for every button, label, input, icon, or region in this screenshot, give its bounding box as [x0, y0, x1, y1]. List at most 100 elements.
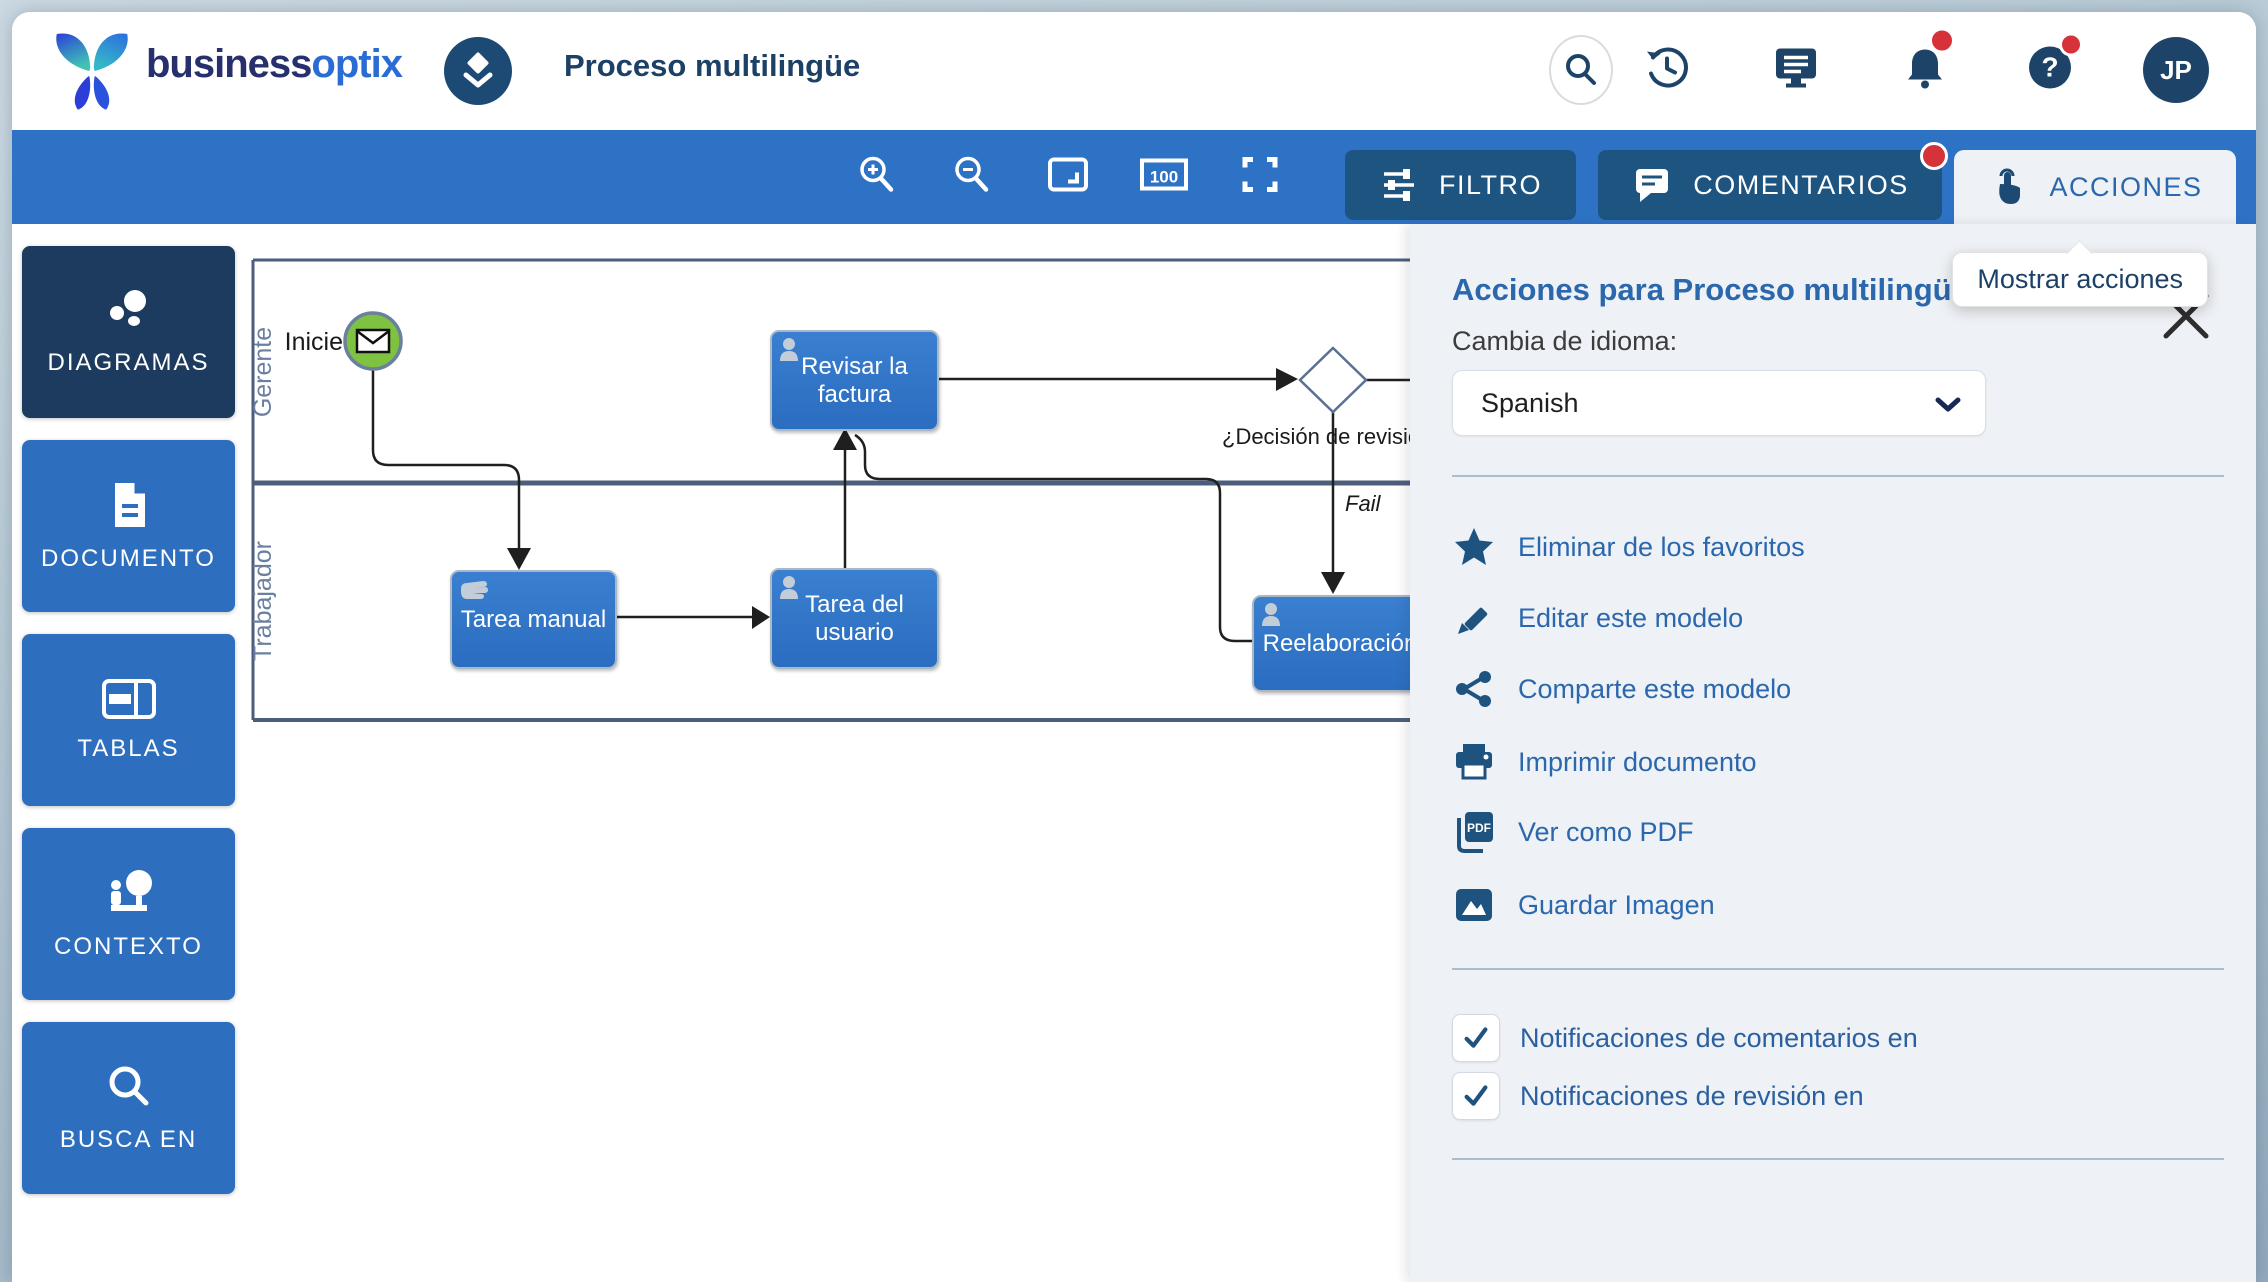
filter-button[interactable]: FILTRO [1345, 150, 1576, 220]
question-mark-icon: ? [2029, 46, 2071, 89]
task-tarea-del-usuario[interactable]: Tarea del usuario [770, 568, 939, 669]
process-type-chip[interactable] [444, 37, 512, 105]
manual-task-hand-icon [461, 581, 488, 599]
sidebar-item-label: DOCUMENTO [41, 545, 216, 572]
main-area: DIAGRAMAS DOCUMENTO TABLAS [12, 224, 2256, 1282]
console-button[interactable] [1771, 43, 1821, 98]
document-icon [114, 481, 146, 527]
notifications-button[interactable] [1899, 27, 1955, 99]
lane-label-trabajador: Trabajador [249, 541, 277, 661]
action-remove-favorite[interactable]: Eliminar de los favoritos [1452, 519, 2224, 575]
action-label: Eliminar de los favoritos [1518, 531, 1805, 562]
filter-button-label: FILTRO [1439, 169, 1542, 200]
notify-comments-row[interactable]: Notificaciones de comentarios en [1452, 1014, 1918, 1062]
sidebar-item-diagramas[interactable]: DIAGRAMAS [22, 246, 235, 418]
fit-screen-icon [1048, 157, 1088, 192]
actions-panel: Acciones para Proceso multilingüe Cambia… [1410, 224, 2256, 1282]
panel-divider [1452, 475, 2224, 477]
app-header: businessoptix Proceso multilingüe [12, 12, 2256, 130]
comments-button[interactable]: COMENTARIOS [1598, 142, 1948, 220]
action-view-pdf[interactable]: PDF Ver como PDF [1452, 804, 2224, 860]
brand-business: business [146, 42, 312, 86]
avatar-initials: JP [2143, 37, 2209, 103]
task-reelaboracion[interactable]: Reelaboración [1252, 595, 1410, 692]
action-save-image[interactable]: Guardar Imagen [1452, 877, 2224, 933]
app-window: businessoptix Proceso multilingüe [12, 12, 2256, 1282]
sidebar-item-busca-en[interactable]: BUSCA EN [22, 1022, 235, 1194]
fit-to-screen-button[interactable] [1044, 151, 1092, 204]
zoom-out-button[interactable] [950, 153, 994, 202]
notify-revisions-row[interactable]: Notificaciones de revisión en [1452, 1072, 1864, 1120]
edge-label-fail: Fail [1345, 491, 1382, 516]
help-button[interactable]: ? [2027, 32, 2083, 96]
zoom-in-button[interactable] [855, 153, 899, 202]
zoom-100-button[interactable]: 100 [1138, 153, 1190, 202]
zoom-in-icon [860, 156, 894, 192]
bpmn-diagram: Gerente Trabajador [249, 258, 1410, 722]
notify-revisions-checkbox[interactable] [1452, 1072, 1500, 1120]
action-label: Ver como PDF [1518, 816, 1694, 847]
language-select[interactable]: Spanish [1452, 370, 1986, 436]
action-share-model[interactable]: Comparte este modelo [1452, 661, 2224, 717]
task-label: Tarea manual [460, 605, 607, 633]
checkmark-icon [1464, 1027, 1488, 1048]
search-button[interactable] [1549, 35, 1613, 105]
svg-text:PDF: PDF [1467, 821, 1491, 835]
zoom-out-icon [955, 156, 989, 192]
filter-sliders-icon [1384, 169, 1414, 201]
sidebar-item-label: BUSCA EN [59, 1126, 198, 1153]
task-label: Tarea del usuario [805, 590, 904, 646]
comments-button-label: COMENTARIOS [1693, 169, 1909, 200]
share-icon [1452, 669, 1496, 709]
history-button[interactable] [1643, 44, 1691, 97]
diagram-toolbar: 100 FILTRO [12, 130, 2256, 224]
fullscreen-button[interactable] [1237, 152, 1283, 203]
action-label: Guardar Imagen [1518, 889, 1715, 920]
panel-divider [1452, 1158, 2224, 1160]
sidebar-item-label: TABLAS [77, 735, 180, 762]
search-icon [1549, 35, 1613, 105]
gateway-label: ¿Decisión de revisió [1222, 424, 1410, 449]
sidebar-item-contexto[interactable]: CONTEXTO [22, 828, 235, 1000]
sequence-flows [371, 368, 1410, 643]
user-avatar[interactable]: JP [2143, 37, 2209, 103]
checkmark-icon [1464, 1085, 1488, 1106]
notify-comments-checkbox[interactable] [1452, 1014, 1500, 1062]
checkbox-label: Notificaciones de revisión en [1520, 1080, 1864, 1111]
help-badge [2059, 32, 2083, 57]
table-icon [101, 679, 156, 719]
tooltip-text: Mostrar acciones [1977, 264, 2183, 294]
tooltip-mostrar-acciones: Mostrar acciones [1952, 240, 2208, 307]
brand-wordmark[interactable]: businessoptix [146, 42, 403, 87]
language-label: Cambia de idioma: [1452, 326, 1678, 356]
sidebar-item-tablas[interactable]: TABLAS [22, 634, 235, 806]
gateway-decision[interactable] [1298, 346, 1368, 414]
diagram-canvas[interactable]: Gerente Trabajador [12, 224, 1410, 1282]
actions-panel-title: Acciones para Proceso multilingüe [1452, 272, 1969, 307]
action-print-document[interactable]: Imprimir documento [1452, 734, 2224, 790]
checkbox-label: Notificaciones de comentarios en [1520, 1022, 1918, 1053]
task-label: Reelaboración [1262, 629, 1410, 657]
start-event-label: Inicie [285, 328, 343, 356]
panel-divider [1452, 968, 2224, 970]
context-person-icon [110, 870, 152, 911]
sidebar-item-documento[interactable]: DOCUMENTO [22, 440, 235, 612]
actions-tab[interactable]: ACCIONES [1954, 150, 2236, 224]
image-icon [1452, 886, 1496, 924]
user-task-icon [780, 576, 798, 599]
pencil-icon [1452, 598, 1496, 638]
svg-text:?: ? [2041, 52, 2058, 83]
printer-icon [1452, 742, 1496, 782]
star-icon [1452, 527, 1496, 567]
sidebar-item-label: DIAGRAMAS [47, 349, 210, 376]
sidebar-item-label: CONTEXTO [54, 933, 203, 960]
task-label: Revisar la factura [801, 352, 908, 408]
lane-label-gerente: Gerente [249, 327, 277, 417]
task-tarea-manual[interactable]: Tarea manual [450, 570, 617, 669]
action-label: Comparte este modelo [1518, 673, 1792, 704]
task-revisar-la-factura[interactable]: Revisar la factura [770, 330, 939, 431]
actions-tab-label: ACCIONES [2049, 171, 2203, 202]
action-edit-model[interactable]: Editar este modelo [1452, 590, 2224, 646]
comment-icon [1636, 169, 1669, 202]
fullscreen-icon [1242, 157, 1278, 192]
